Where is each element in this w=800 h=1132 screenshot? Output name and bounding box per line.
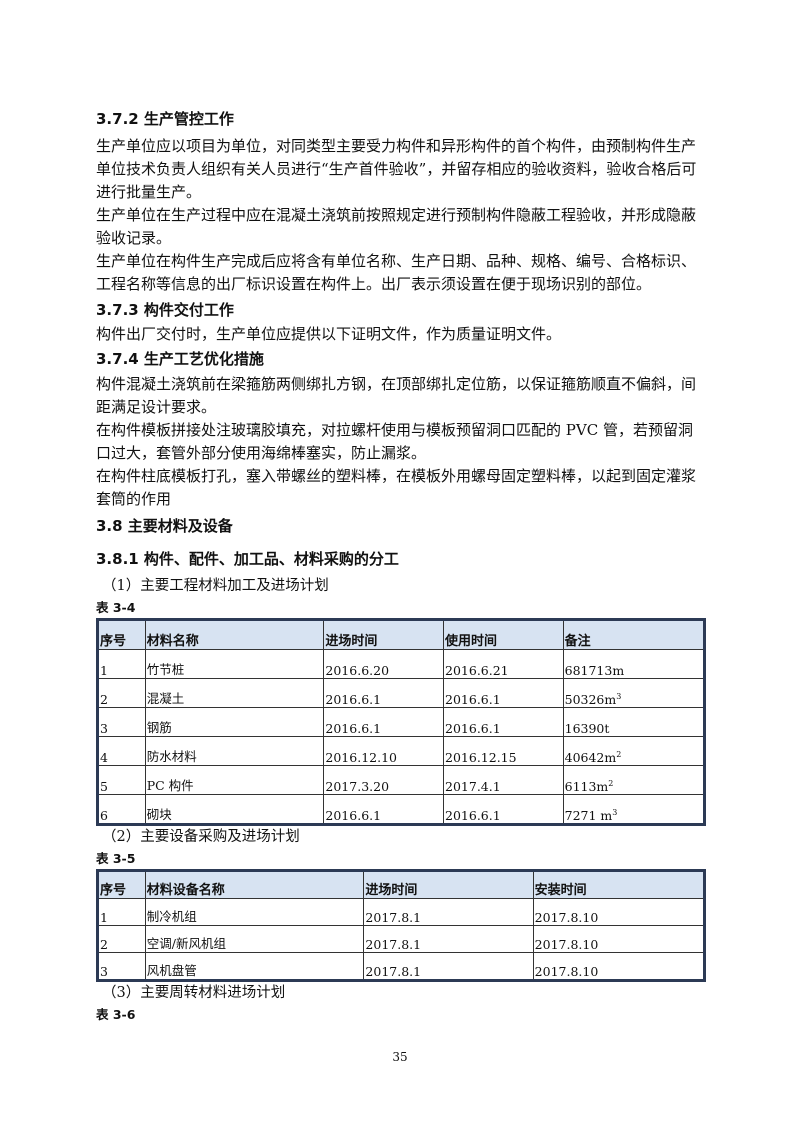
section-heading-374: 3.7.4 生产工艺优化措施	[96, 350, 264, 368]
cell: 3	[97, 707, 146, 737]
cell: 竹节桩	[144, 649, 325, 679]
cell: 制冷机组	[144, 898, 365, 926]
value: 681713m	[564, 663, 625, 678]
cell: PC 构件	[144, 765, 325, 795]
cell: 2016.6.1	[323, 678, 445, 708]
cell: 5	[97, 765, 146, 795]
cell: 2016.6.1	[443, 794, 564, 825]
cell: 2016.6.1	[323, 794, 445, 825]
unit-exponent: 2	[608, 778, 614, 788]
table-row: 6 砌块 2016.6.1 2016.6.1 7271 m3	[97, 794, 706, 825]
table36-caption: 表 3-6	[96, 1007, 136, 1022]
cell: 风机盘管	[144, 952, 365, 981]
cell: 681713m	[562, 649, 706, 679]
section-body-372: 生产单位应以项目为单位，对同类型主要受力构件和异形构件的首个构件，由预制构件生产…	[96, 135, 706, 296]
cell: 2017.8.1	[363, 925, 534, 953]
value: 40642m	[564, 750, 617, 765]
table-row: 3 风机盘管 2017.8.1 2017.8.10	[97, 952, 706, 981]
paragraph: 构件出厂交付时，生产单位应提供以下证明文件，作为质量证明文件。	[96, 325, 562, 343]
column-header: 备注	[562, 619, 706, 650]
cell: 1	[97, 898, 146, 926]
section-body-374: 构件混凝土浇筑前在梁箍筋两侧绑扎方钢，在顶部绑扎定位筋，以保证箍筋顺直不偏斜，间…	[96, 373, 706, 511]
table-row: 5 PC 构件 2017.3.20 2017.4.1 6113m2	[97, 765, 706, 795]
section-heading-373: 3.7.3 构件交付工作	[96, 301, 234, 319]
paragraph: 在构件柱底模板打孔，塞入带螺丝的塑料棒，在模板外用螺母固定塑料棒，以起到固定灌浆…	[96, 467, 697, 508]
table-header-row: 序号 材料设备名称 进场时间 安装时间	[97, 870, 706, 899]
value: 6113m	[564, 779, 609, 794]
section-heading-38: 3.8 主要材料及设备	[96, 517, 233, 535]
paragraph: 生产单位应以项目为单位，对同类型主要受力构件和异形构件的首个构件，由预制构件生产…	[96, 137, 697, 201]
column-header: 材料名称	[144, 619, 325, 650]
cell: 2016.6.20	[323, 649, 445, 679]
paragraph: 构件混凝土浇筑前在梁箍筋两侧绑扎方钢，在顶部绑扎定位筋，以保证箍筋顺直不偏斜，间…	[96, 375, 697, 416]
cell: 2017.8.1	[363, 898, 534, 926]
table35-caption: 表 3-5	[96, 851, 136, 866]
column-header: 材料设备名称	[144, 870, 365, 899]
value: 7271 m	[564, 808, 613, 823]
cell: 2016.12.10	[323, 736, 445, 766]
cell: 2016.12.15	[443, 736, 564, 766]
column-header: 安装时间	[532, 870, 706, 899]
column-header: 使用时间	[443, 619, 564, 650]
page-number: 35	[392, 1050, 408, 1064]
cell: 混凝土	[144, 678, 325, 708]
cell: 6	[97, 794, 146, 825]
cell: 2017.8.10	[532, 952, 706, 981]
table34-caption: 表 3-4	[96, 600, 136, 615]
column-header: 进场时间	[363, 870, 534, 899]
table-row: 1 竹节桩 2016.6.20 2016.6.21 681713m	[97, 649, 706, 679]
cell: 空调/新风机组	[144, 925, 365, 953]
unit-exponent: 3	[612, 807, 618, 817]
cell: 砌块	[144, 794, 325, 825]
table34-subtitle: （1）主要工程材料加工及进场计划	[102, 578, 329, 594]
materials-table: 序号 材料名称 进场时间 使用时间 备注 1 竹节桩 2016.6.20 201…	[96, 618, 706, 826]
value: 50326m	[564, 692, 617, 707]
section-body-373: 构件出厂交付时，生产单位应提供以下证明文件，作为质量证明文件。	[96, 323, 706, 346]
table35-subtitle: （2）主要设备采购及进场计划	[102, 829, 300, 845]
column-header: 进场时间	[323, 619, 445, 650]
paragraph: 生产单位在生产过程中应在混凝土浇筑前按照规定进行预制构件隐蔽工程验收，并形成隐蔽…	[96, 206, 697, 247]
cell: 2016.6.1	[323, 707, 445, 737]
cell: 2017.8.10	[532, 925, 706, 953]
cell: 2017.8.10	[532, 898, 706, 926]
section-heading-372: 3.7.2 生产管控工作	[96, 110, 234, 128]
table-row: 4 防水材料 2016.12.10 2016.12.15 40642m2	[97, 736, 706, 766]
cell: 2016.6.1	[443, 707, 564, 737]
section-heading-381: 3.8.1 构件、配件、加工品、材料采购的分工	[96, 550, 399, 568]
unit-exponent: 2	[616, 749, 622, 759]
table36-subtitle: （3）主要周转材料进场计划	[102, 985, 286, 1001]
cell: 2017.4.1	[443, 765, 564, 795]
cell: 1	[97, 649, 146, 679]
paragraph: 生产单位在构件生产完成后应将含有单位名称、生产日期、品种、规格、编号、合格标识、…	[96, 252, 697, 293]
column-header: 序号	[97, 870, 146, 899]
cell: 6113m2	[562, 765, 706, 795]
table-row: 1 制冷机组 2017.8.1 2017.8.10	[97, 898, 706, 926]
table-row: 2 空调/新风机组 2017.8.1 2017.8.10	[97, 925, 706, 953]
unit-exponent: 3	[616, 691, 622, 701]
table-header-row: 序号 材料名称 进场时间 使用时间 备注	[97, 619, 706, 650]
cell: 4	[97, 736, 146, 766]
cell: 3	[97, 952, 146, 981]
cell: 2	[97, 678, 146, 708]
column-header: 序号	[97, 619, 146, 650]
cell: 防水材料	[144, 736, 325, 766]
cell: 2016.6.1	[443, 678, 564, 708]
cell: 2	[97, 925, 146, 953]
equipment-table: 序号 材料设备名称 进场时间 安装时间 1 制冷机组 2017.8.1 2017…	[96, 869, 706, 982]
cell: 40642m2	[562, 736, 706, 766]
cell: 2017.3.20	[323, 765, 445, 795]
value: 16390t	[564, 721, 610, 736]
table-row: 3 钢筋 2016.6.1 2016.6.1 16390t	[97, 707, 706, 737]
table-row: 2 混凝土 2016.6.1 2016.6.1 50326m3	[97, 678, 706, 708]
cell: 2017.8.1	[363, 952, 534, 981]
cell: 16390t	[562, 707, 706, 737]
paragraph: 在构件模板拼接处注玻璃胶填充，对拉螺杆使用与模板预留洞口匹配的 PVC 管，若预…	[96, 421, 693, 462]
cell: 钢筋	[144, 707, 325, 737]
document-page: 3.7.2 生产管控工作 生产单位应以项目为单位，对同类型主要受力构件和异形构件…	[96, 100, 706, 1023]
cell: 50326m3	[562, 678, 706, 708]
cell: 2016.6.21	[443, 649, 564, 679]
cell: 7271 m3	[562, 794, 706, 825]
